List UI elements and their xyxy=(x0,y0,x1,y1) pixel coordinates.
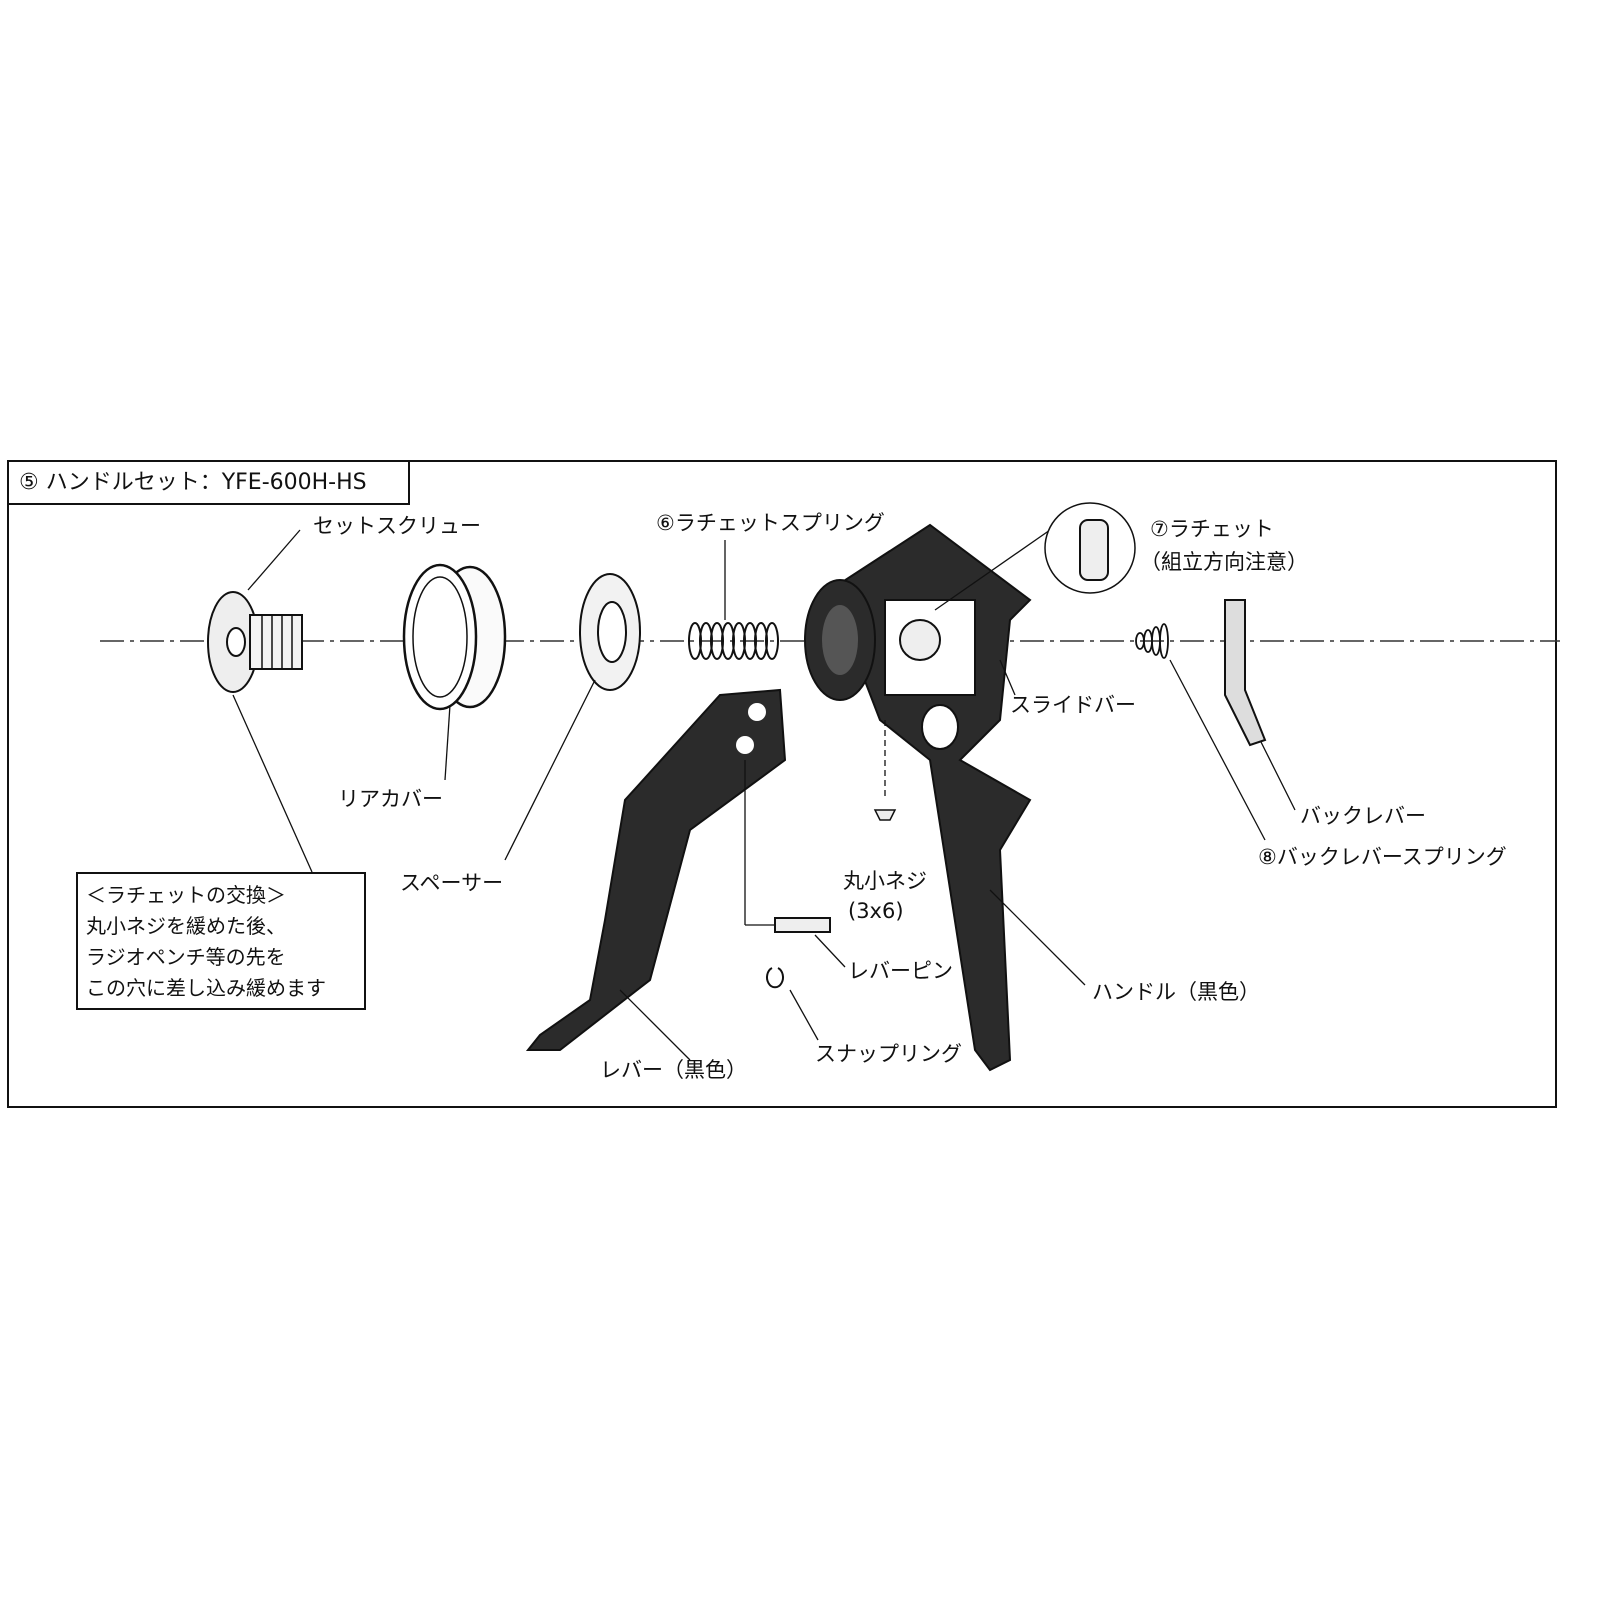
diagram-title: ⑤ ハンドルセット：YFE-600H-HS xyxy=(7,460,410,505)
label-slide-bar: スライドバー xyxy=(1010,693,1136,717)
back-lever-spring-part xyxy=(1135,623,1169,659)
label-rear-cover: リアカバー xyxy=(338,787,443,811)
set-screw-part xyxy=(207,591,303,693)
leader-lines xyxy=(232,529,1296,1061)
note-heading: ＜ラチェットの交換＞ xyxy=(86,883,286,907)
back-lever-part xyxy=(1224,599,1267,747)
label-back-lever-spring: ⑧バックレバースプリング xyxy=(1258,845,1507,869)
note-line: ラジオペンチ等の先を xyxy=(86,945,286,969)
label-lever-pin: レバーピン xyxy=(848,959,953,983)
snap-ring-part xyxy=(766,967,784,989)
label-round-screw-size: (3x6) xyxy=(848,899,904,923)
lever-pin-part xyxy=(774,917,831,933)
label-round-screw: 丸小ネジ xyxy=(843,869,927,893)
label-handle: ハンドル（黒色） xyxy=(1092,980,1260,1004)
label-back-lever: バックレバー xyxy=(1300,804,1426,828)
ratchet-replacement-note: ＜ラチェットの交換＞ 丸小ネジを緩めた後、 ラジオペンチ等の先を この穴に差し込… xyxy=(76,872,366,1010)
label-snap-ring: スナップリング xyxy=(815,1042,962,1066)
round-screw-part xyxy=(873,809,897,821)
label-ratchet-note: （組立方向注意） xyxy=(1140,550,1308,574)
label-spacer: スペーサー xyxy=(400,871,504,895)
spacer-part xyxy=(579,573,641,691)
label-ratchet: ⑦ラチェット xyxy=(1150,517,1274,541)
note-line: 丸小ネジを緩めた後、 xyxy=(86,914,286,938)
note-line: この穴に差し込み緩めます xyxy=(86,976,326,1000)
label-lever: レバー（黒色） xyxy=(600,1058,747,1082)
lever-part xyxy=(525,688,787,1051)
ratchet-spring-part xyxy=(688,622,779,660)
ratchet-detail-callout xyxy=(1044,502,1136,594)
label-set-screw: セットスクリュー xyxy=(313,514,481,538)
rear-cover-part xyxy=(402,563,507,711)
diagram-frame xyxy=(7,460,1557,1108)
handle-part xyxy=(804,523,1032,1072)
label-ratchet-spring: ⑥ラチェットスプリング xyxy=(656,511,885,535)
